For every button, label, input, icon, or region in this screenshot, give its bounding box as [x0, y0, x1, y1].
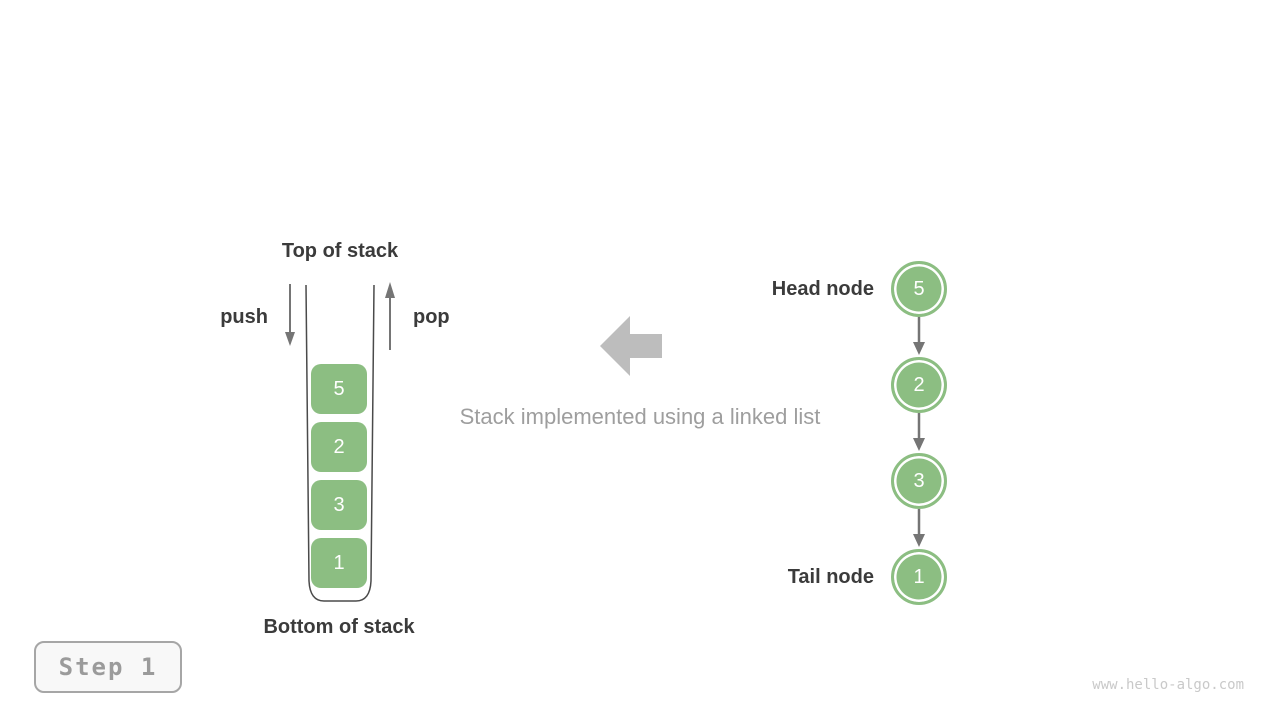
linked-list-node: 3	[891, 453, 947, 509]
stack-bottom-label: Bottom of stack	[263, 616, 415, 638]
stack-top-label: Top of stack	[281, 240, 399, 262]
link-arrow-icon	[913, 413, 925, 451]
linked-list-node: 1	[891, 549, 947, 605]
link-arrow-icon	[913, 509, 925, 547]
linked-list-node: 2	[891, 357, 947, 413]
linked-list-node: 5	[891, 261, 947, 317]
watermark: www.hello-algo.com	[1092, 677, 1244, 693]
stack-container-outline	[305, 284, 375, 602]
pop-arrow-icon	[385, 282, 395, 350]
stack-item: 2	[311, 422, 367, 472]
stack-item: 1	[311, 538, 367, 588]
big-left-arrow-icon	[600, 316, 662, 376]
link-arrow-icon	[913, 317, 925, 355]
push-label: push	[220, 306, 268, 328]
pop-label: pop	[413, 306, 450, 328]
diagram-caption: Stack implemented using a linked list	[459, 404, 821, 429]
push-arrow-icon	[285, 284, 295, 346]
stack-item: 5	[311, 364, 367, 414]
head-node-label: Head node	[771, 278, 874, 300]
tail-node-label: Tail node	[787, 566, 874, 588]
stack-item: 3	[311, 480, 367, 530]
step-badge: Step 1	[34, 641, 182, 693]
